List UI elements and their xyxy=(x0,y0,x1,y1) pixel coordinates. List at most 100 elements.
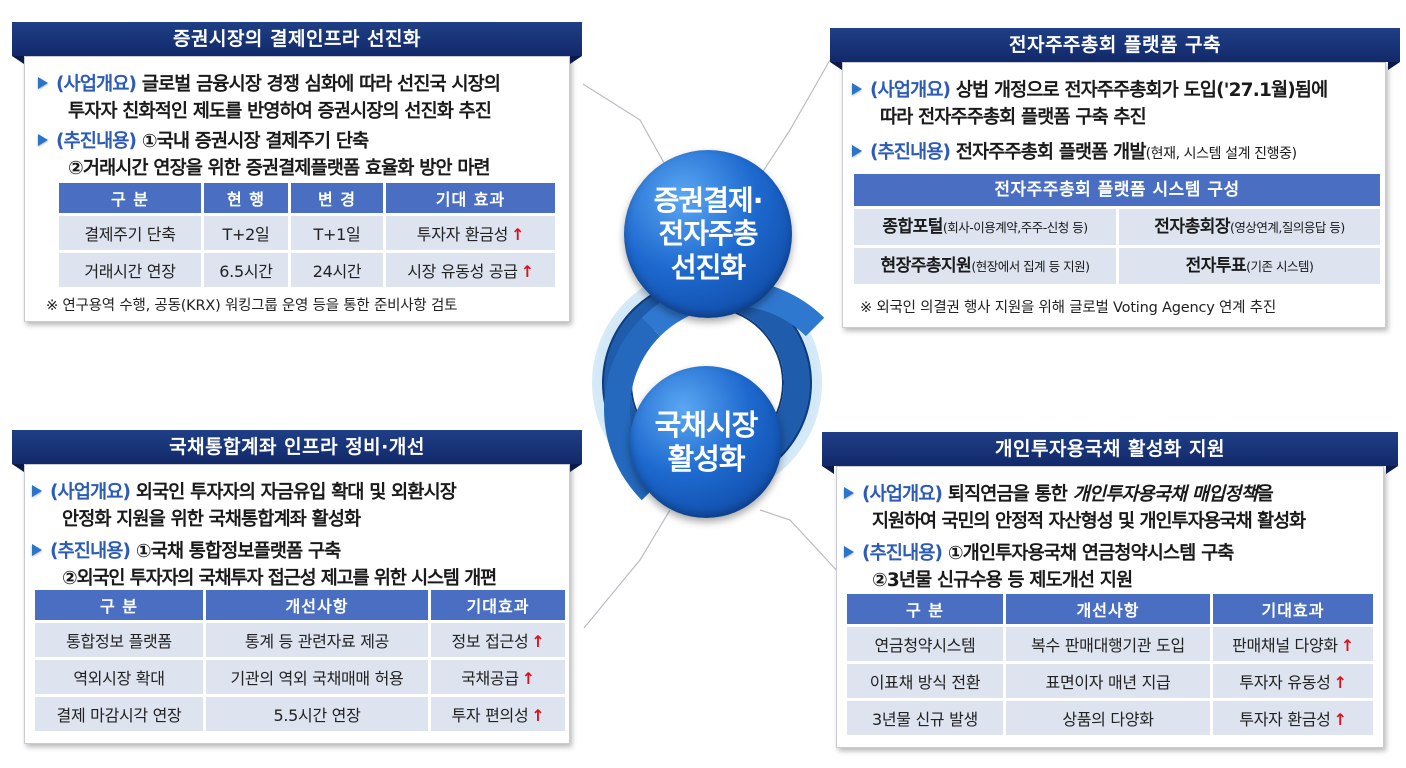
bullet-arrow-icon xyxy=(844,546,854,558)
connector-top-right xyxy=(760,60,830,176)
bullet-arrow-icon xyxy=(852,83,862,95)
center-circle-securities-settlement: 증권결제· 전자주총 선진화 xyxy=(624,150,792,318)
effect-text: 투자자 환금성 xyxy=(1239,710,1330,729)
bullet-text: 외국인 투자자의 자금유입 확대 및 외환시장 xyxy=(136,482,456,503)
table-row: 역외시장 확대 기관의 역외 국채매매 허용 국채공급↑ xyxy=(35,660,565,694)
up-arrow-icon: ↑ xyxy=(522,669,535,688)
table-cell: 표면이자 매년 지급 xyxy=(1006,664,1210,698)
circle-label-line: 선진화 xyxy=(671,251,745,284)
table-cell-effect: 국채공급↑ xyxy=(431,660,565,694)
up-arrow-icon: ↑ xyxy=(531,632,544,651)
panel-settlement-infra: 증권시장의 결제인프라 선진화 (사업개요) 글로벌 금융시장 경쟁 심화에 따… xyxy=(12,22,582,322)
table-cell: 6.5시간 xyxy=(204,253,288,287)
table-cell-effect: 판매채널 다양화↑ xyxy=(1213,627,1373,661)
table-row: 이표채 방식 전환 표면이자 매년 지급 투자자 유동성↑ xyxy=(847,664,1373,698)
table-cell: 결제주기 단축 xyxy=(59,216,201,250)
system-cell-meeting-hall: 전자총회장(영상연계,질의응답 등) xyxy=(1119,209,1380,245)
table-header: 현 행 xyxy=(204,183,288,213)
table-header: 기대 효과 xyxy=(386,183,555,213)
table-cell: 이표채 방식 전환 xyxy=(847,664,1003,698)
connector-top-left xyxy=(583,84,668,170)
panel-e-shareholder-meeting: 전자주주총회 플랫폼 구축 (사업개요) 상법 개정으로 전자주주총회가 도입(… xyxy=(830,28,1400,328)
bullet-content: (추진내용) ①국내 증권시장 결제주기 단축 xyxy=(38,127,368,153)
table-cell-effect: 투자 편의성↑ xyxy=(431,697,565,731)
table-header: 개선사항 xyxy=(1006,594,1210,624)
system-cell-portal: 종합포털(회사-이용계약,주주-신청 등) xyxy=(854,209,1116,245)
bullet-text: ①개인투자용국채 연금청약시스템 구축 xyxy=(948,543,1234,564)
system-cell-main: 종합포털 xyxy=(882,217,943,237)
panel-title: 개인투자용국채 활성화 지원 xyxy=(822,432,1398,466)
panel-title: 증권시장의 결제인프라 선진화 xyxy=(12,22,582,56)
gov-bond-table: 구 분 개선사항 기대효과 통합정보 플랫폼 통계 등 관련자료 제공 정보 접… xyxy=(32,587,568,734)
footnote: ※ 외국인 의결권 행사 지원을 위해 글로벌 Voting Agency 연계… xyxy=(860,296,1276,317)
center-circle-gov-bond-market: 국채시장 활성화 xyxy=(630,366,782,518)
bullet-content: (추진내용) ①국채 통합정보플랫폼 구축 xyxy=(32,537,340,563)
bullet-text: ①국채 통합정보플랫폼 구축 xyxy=(136,541,341,562)
table-cell: 연금청약시스템 xyxy=(847,627,1003,661)
up-arrow-icon: ↑ xyxy=(521,262,534,281)
system-cell-main: 현장주총지원 xyxy=(880,256,971,276)
tag-content: (추진내용) xyxy=(862,543,942,564)
table-cell: T+2일 xyxy=(204,216,288,250)
bullet-arrow-icon xyxy=(32,544,42,556)
continuation-line: 투자자 친화적인 제도를 반영하여 증권시장의 선진화 추진 xyxy=(68,97,491,123)
bullet-text: ①국내 증권시장 결제주기 단축 xyxy=(142,131,368,152)
system-cell-e-voting: 전자투표(기존 시스템) xyxy=(1119,248,1380,284)
table-cell: 24시간 xyxy=(291,253,383,287)
table-row: 결제주기 단축 T+2일 T+1일 투자자 환금성↑ xyxy=(59,216,555,250)
table-cell: 기관의 역외 국채매매 허용 xyxy=(206,660,428,694)
continuation-line: 따라 전자주주총회 플랫폼 구축 추진 xyxy=(880,103,1146,129)
effect-text: 정보 접근성 xyxy=(452,632,529,651)
table-cell: 3년물 신규 발생 xyxy=(847,701,1003,735)
retail-bond-table: 구 분 개선사항 기대효과 연금청약시스템 복수 판매대행기관 도입 판매채널 … xyxy=(844,591,1376,738)
system-cell-onsite: 현장주총지원(현장에서 집계 등 지원) xyxy=(854,248,1116,284)
table-header: 구 분 xyxy=(35,590,203,620)
tag-overview: (사업개요) xyxy=(862,484,942,505)
up-arrow-icon: ↑ xyxy=(1334,710,1347,729)
continuation-line: 안정화 지원을 위한 국채통합계좌 활성화 xyxy=(62,505,360,531)
up-arrow-icon: ↑ xyxy=(531,706,544,725)
system-cell-note: (영상연계,질의응답 등) xyxy=(1230,220,1345,235)
table-row: 거래시간 연장 6.5시간 24시간 시장 유동성 공급↑ xyxy=(59,253,555,287)
bullet-text-end: 을 xyxy=(1257,484,1273,505)
table-cell-effect: 투자자 환금성↑ xyxy=(386,216,555,250)
table-cell: 통계 등 관련자료 제공 xyxy=(206,623,428,657)
table-cell: 5.5시간 연장 xyxy=(206,697,428,731)
tag-overview: (사업개요) xyxy=(56,74,136,95)
panel-title: 전자주주총회 플랫폼 구축 xyxy=(830,28,1400,62)
table-header: 변 경 xyxy=(291,183,383,213)
bullet-content: (추진내용) ①개인투자용국채 연금청약시스템 구축 xyxy=(844,539,1234,565)
table-row: 3년물 신규 발생 상품의 다양화 투자자 환금성↑ xyxy=(847,701,1373,735)
table-cell: 통합정보 플랫폼 xyxy=(35,623,203,657)
tag-content: (추진내용) xyxy=(50,541,130,562)
up-arrow-icon: ↑ xyxy=(511,225,524,244)
bullet-text: 상법 개정으로 전자주주총회가 도입('27.1월)됨에 xyxy=(956,80,1328,101)
bullet-arrow-icon xyxy=(38,77,48,89)
table-cell-effect: 정보 접근성↑ xyxy=(431,623,565,657)
continuation-line: 지원하여 국민의 안정적 자산형성 및 개인투자용국채 활성화 xyxy=(872,507,1305,533)
footnote: ※ 연구용역 수행, 공동(KRX) 워킹그룹 운영 등을 통한 준비사항 검토 xyxy=(46,294,457,315)
table-row: 연금청약시스템 복수 판매대행기관 도입 판매채널 다양화↑ xyxy=(847,627,1373,661)
effect-text: 시장 유동성 공급 xyxy=(407,262,518,281)
effect-text: 투자자 환금성 xyxy=(417,225,508,244)
continuation-line: ②3년물 신규수용 등 제도개선 지원 xyxy=(872,566,1132,592)
tag-overview: (사업개요) xyxy=(870,80,950,101)
table-header-row: 구 분 개선사항 기대효과 xyxy=(35,590,565,620)
panel-gov-bond-account: 국채통합계좌 인프라 정비·개선 (사업개요) 외국인 투자자의 자금유입 확대… xyxy=(12,430,582,744)
effect-text: 투자자 유동성 xyxy=(1239,673,1330,692)
table-cell: 상품의 다양화 xyxy=(1006,701,1210,735)
system-cell-main: 전자총회장 xyxy=(1154,217,1230,237)
tag-overview: (사업개요) xyxy=(50,482,130,503)
bullet-text: 전자주주총회 플랫폼 개발 xyxy=(956,142,1146,163)
effect-text: 국채공급 xyxy=(461,669,519,688)
up-arrow-icon: ↑ xyxy=(1341,636,1354,655)
bullet-text-italic: 개인투자용국채 매입정책 xyxy=(1073,484,1257,505)
circle-label-line: 국채시장 xyxy=(655,408,758,442)
effect-text: 판매채널 다양화 xyxy=(1232,636,1338,655)
table-row: 통합정보 플랫폼 통계 등 관련자료 제공 정보 접근성↑ xyxy=(35,623,565,657)
circle-label-line: 전자주총 xyxy=(658,217,757,250)
system-composition-header: 전자주주총회 플랫폼 시스템 구성 xyxy=(854,174,1380,206)
bullet-arrow-icon xyxy=(844,487,854,499)
bullet-text: 글로벌 금융시장 경쟁 심화에 따라 선진국 시장의 xyxy=(142,74,500,95)
bullet-overview: (사업개요) 외국인 투자자의 자금유입 확대 및 외환시장 xyxy=(32,478,456,504)
